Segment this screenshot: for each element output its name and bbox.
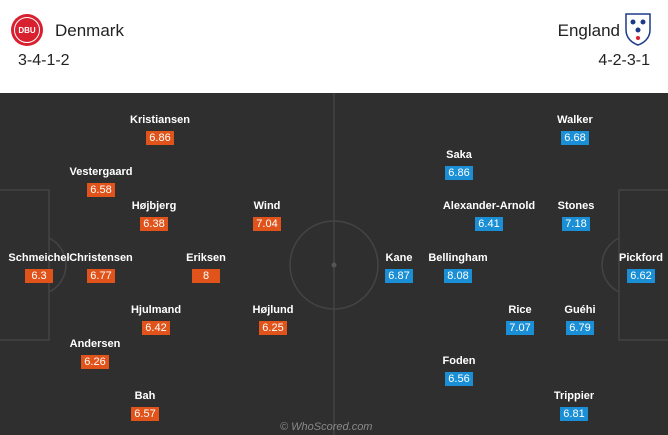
player-name: Saka [446, 149, 472, 161]
player-hojlund[interactable]: Højlund 6.25 [213, 304, 333, 336]
player-rating: 6.58 [87, 183, 115, 197]
away-team-name: England [557, 21, 620, 40]
dbu-crest-icon: DBU [11, 14, 43, 46]
player-rating: 6.86 [146, 131, 174, 145]
player-rice[interactable]: Rice 7.07 [460, 304, 580, 336]
player-eriksen[interactable]: Eriksen 8 [146, 252, 266, 284]
player-name: Eriksen [186, 252, 226, 264]
player-name: Stones [557, 200, 595, 212]
player-rating: 6.81 [560, 407, 588, 421]
player-vestergaard[interactable]: Vestergaard 6.58 [41, 166, 161, 198]
player-name: Alexander-Arnold [442, 200, 536, 212]
pitch: Kristiansen 6.86 Vestergaard 6.58 Højbje… [0, 93, 668, 435]
player-name: Andersen [69, 338, 121, 350]
player-hjulmand[interactable]: Hjulmand 6.42 [96, 304, 216, 336]
match-header: DBU Denmark 3-4-1-2 England 4-2-3-1 [0, 0, 668, 92]
player-name: Walker [557, 114, 593, 126]
whoscored-watermark: © WhoScored.com [280, 421, 373, 433]
player-stones[interactable]: Stones 7.18 [516, 200, 636, 232]
player-rating: 6.56 [445, 372, 473, 386]
player-rating: 8 [192, 269, 220, 283]
home-team-name: Denmark [55, 21, 124, 40]
player-name: Bellingham [428, 252, 488, 264]
player-name: Schmeichel [8, 252, 70, 264]
player-wind[interactable]: Wind 7.04 [207, 200, 327, 232]
player-name: Hjulmand [130, 304, 182, 316]
player-name: Pickford [618, 252, 663, 264]
player-rating: 6.3 [25, 269, 53, 283]
player-name: Højbjerg [131, 200, 177, 212]
pitch-markings [0, 93, 668, 435]
player-name: Kane [385, 252, 413, 264]
player-kristiansen[interactable]: Kristiansen 6.86 [100, 114, 220, 146]
player-pickford[interactable]: Pickford 6.62 [581, 252, 668, 284]
player-rating: 6.86 [445, 166, 473, 180]
player-rating: 6.42 [142, 321, 170, 335]
player-name: Vestergaard [69, 166, 133, 178]
player-name: Bah [134, 390, 156, 402]
player-rating: 8.08 [444, 269, 472, 283]
three-lions-crest-icon [625, 13, 651, 46]
player-rating: 6.26 [81, 355, 109, 369]
player-rating: 6.77 [87, 269, 115, 283]
player-alexander-arnold[interactable]: Alexander-Arnold 6.41 [429, 200, 549, 232]
player-walker[interactable]: Walker 6.68 [515, 114, 635, 146]
player-name: Christensen [69, 252, 133, 264]
away-formation: 4-2-3-1 [598, 52, 650, 69]
player-rating: 7.04 [253, 217, 281, 231]
player-name: Rice [508, 304, 532, 316]
player-guehi[interactable]: Guéhi 6.79 [520, 304, 640, 336]
player-rating: 6.57 [131, 407, 159, 421]
player-bah[interactable]: Bah 6.57 [85, 390, 205, 422]
player-rating: 6.62 [627, 269, 655, 283]
player-name: Wind [253, 200, 281, 212]
player-rating: 6.25 [259, 321, 287, 335]
player-rating: 7.07 [506, 321, 534, 335]
player-name: Højlund [252, 304, 294, 316]
player-name: Trippier [553, 390, 595, 402]
player-foden[interactable]: Foden 6.56 [399, 355, 519, 387]
player-rating: 6.68 [561, 131, 589, 145]
home-formation: 3-4-1-2 [18, 52, 70, 69]
player-hojbjerg[interactable]: Højbjerg 6.38 [94, 200, 214, 232]
player-rating: 6.87 [385, 269, 413, 283]
player-kane[interactable]: Kane 6.87 [339, 252, 459, 284]
player-rating: 6.79 [566, 321, 594, 335]
player-andersen[interactable]: Andersen 6.26 [35, 338, 155, 370]
crest-text: DBU [18, 26, 36, 35]
player-name: Guéhi [564, 304, 596, 316]
player-rating: 7.18 [562, 217, 590, 231]
player-bellingham[interactable]: Bellingham 8.08 [398, 252, 518, 284]
player-saka[interactable]: Saka 6.86 [399, 149, 519, 181]
player-schmeichel[interactable]: Schmeichel 6.3 [0, 252, 99, 284]
player-trippier[interactable]: Trippier 6.81 [514, 390, 634, 422]
player-rating: 6.41 [475, 217, 503, 231]
player-name: Foden [442, 355, 476, 367]
player-christensen[interactable]: Christensen 6.77 [41, 252, 161, 284]
player-name: Kristiansen [130, 114, 190, 126]
player-rating: 6.38 [140, 217, 168, 231]
